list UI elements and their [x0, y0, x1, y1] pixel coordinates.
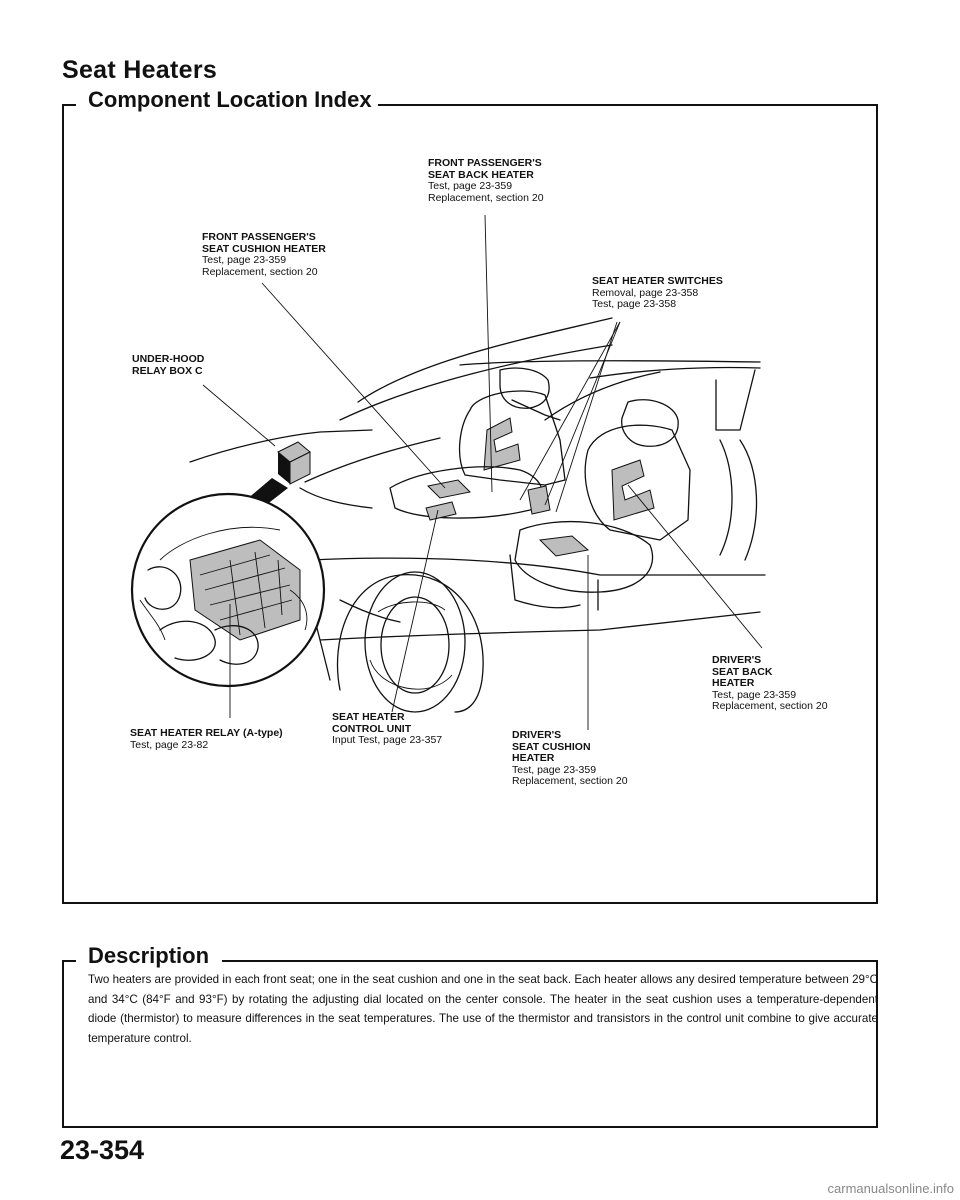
- footer-watermark: carmanualsonline.info: [827, 1181, 954, 1196]
- label-drivers-seat-cushion-heater: DRIVER'S SEAT CUSHION HEATER Test, page …: [512, 729, 628, 787]
- description-text: Two heaters are provided in each front s…: [88, 973, 878, 1045]
- section-title-description: Description: [86, 943, 216, 969]
- label-drivers-seat-back-heater: DRIVER'S SEAT BACK HEATER Test, page 23-…: [712, 654, 828, 712]
- section-title-component-location: Component Location Index: [86, 87, 378, 113]
- label-under-hood-relay-box: UNDER-HOOD RELAY BOX C: [132, 353, 205, 377]
- label-front-passenger-seat-back-heater: FRONT PASSENGER'S SEAT BACK HEATER Test,…: [428, 157, 544, 204]
- car-illustration: [130, 214, 766, 730]
- page-number: 23-354: [60, 1135, 145, 1165]
- label-front-passenger-seat-cushion-heater: FRONT PASSENGER'S SEAT CUSHION HEATER Te…: [202, 231, 326, 278]
- label-seat-heater-switches: SEAT HEATER SWITCHES Removal, page 23-35…: [592, 275, 723, 310]
- component-location-frame: [62, 104, 878, 904]
- label-seat-heater-control-unit: SEAT HEATER CONTROL UNIT Input Test, pag…: [332, 711, 443, 746]
- label-seat-heater-relay: SEAT HEATER RELAY (A-type) Test, page 23…: [130, 727, 283, 751]
- page-title: Seat Heaters: [62, 56, 218, 84]
- description-frame: [62, 960, 878, 1128]
